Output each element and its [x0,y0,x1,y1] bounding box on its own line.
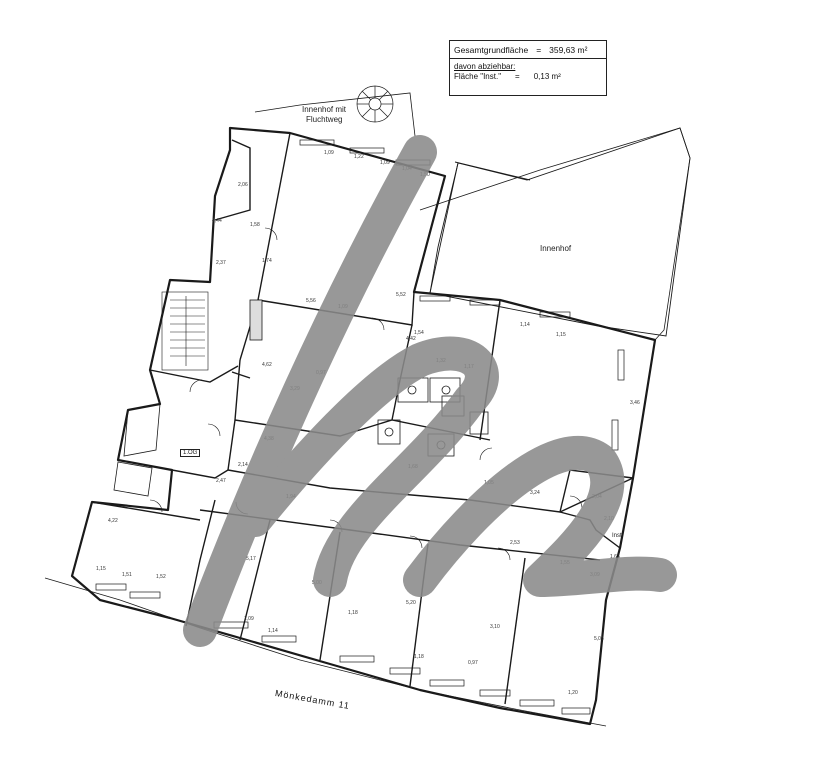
dimension-label: 2,53 [510,540,520,546]
inst-label: Inst. [612,533,624,539]
dimension-label: 3,46 [630,400,640,406]
dimension-label: 1,74 [262,258,272,264]
staircase [161,291,209,371]
windows [95,139,625,715]
inst-area-row: Fläche "Inst." = 0,13 m² [454,72,602,82]
dimension-label: 1,18 [348,610,358,616]
dimension-label: 1,54 [414,330,424,336]
dimension-label: 1,14 [268,628,278,634]
dimension-label: 1,09 [324,150,334,156]
deductible-label: davon abziehbar: [454,62,516,71]
courtyard-label: Innenhof [540,244,572,253]
gross-area-label: Gesamtgrundfläche [454,44,529,55]
building-walls [70,126,657,726]
dimension-label: 4,44 [212,218,222,224]
dimension-label: 2,14 [238,462,248,468]
dimension-label: 1,52 [156,574,166,580]
courtyard [429,127,691,337]
dimension-label: 2,47 [216,478,226,484]
gross-area-value: 359,63 m² [549,44,588,55]
dimension-label: 3,24 [530,490,540,496]
dimension-label: 5,52 [396,292,406,298]
dimension-label: 1,09 [244,616,254,622]
watermark-logo [183,135,677,647]
spiral-stair-icon [356,85,394,123]
inst-area-equals: = [515,72,520,81]
shafts [113,299,263,497]
dimension-label: 5,17 [246,556,256,562]
dimension-label: 1,15 [556,332,566,338]
dimension-label: 1,63 [610,554,620,560]
dimension-label: 2,37 [216,260,226,266]
dimension-label: 2,06 [238,182,248,188]
deductible-row: davon abziehbar: Fläche "Inst." = 0,13 m… [450,59,606,82]
dimension-label: 5,06 [594,636,604,642]
floor-label: 1.OG [180,449,201,457]
escape-courtyard-label-2: Fluchtweg [306,115,343,124]
dimension-label: 0,97 [468,660,478,666]
dimension-label: 1,51 [122,572,132,578]
dimension-label: 1,18 [414,654,424,660]
inst-area-value: 0,13 m² [533,72,561,81]
inst-area-label: Fläche "Inst." [454,72,502,81]
area-legend: Gesamtgrundfläche = 359,63 m² davon abzi… [449,40,607,96]
dimension-label: 1,15 [96,566,106,572]
dimension-label: 1,58 [250,222,260,228]
gross-area-equals: = [536,44,542,55]
dimension-label: 5,56 [306,298,316,304]
dimension-label: 4,62 [262,362,272,368]
dimension-label: 1,22 [354,154,364,160]
dimension-label: 3,10 [490,624,500,630]
escape-courtyard-label-1: Innenhof mit [302,105,347,114]
dimension-label: 1,14 [520,322,530,328]
dimension-label: 5,20 [406,600,416,606]
dimension-label: 4,22 [108,518,118,524]
dimension-label: 1,20 [568,690,578,696]
dimension-label: 1,09 [380,160,390,166]
dimension-label: 4,42 [406,336,416,342]
gross-area-row: Gesamtgrundfläche = 359,63 m² [450,41,606,59]
